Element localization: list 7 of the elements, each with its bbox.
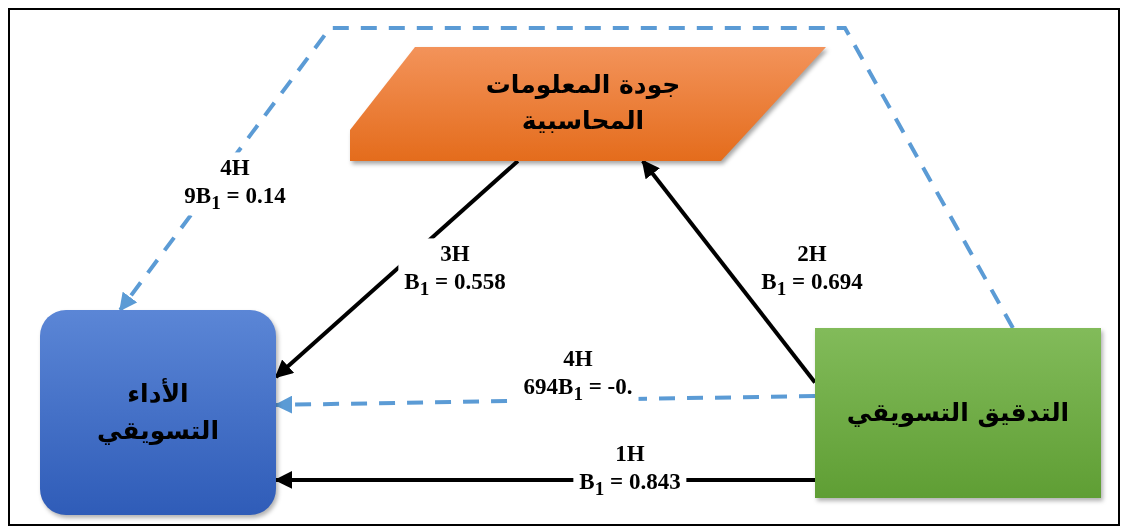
node-label: التدقيق التسويقي (845, 396, 1071, 430)
node-label: جودة المعلومات المحاسبية (484, 68, 682, 137)
node-label: الأداء التسويقي (96, 377, 220, 447)
rounded-box (40, 310, 276, 515)
dashed-arrow (118, 26, 1015, 329)
arrow (641, 159, 817, 384)
process-box (815, 328, 1101, 498)
